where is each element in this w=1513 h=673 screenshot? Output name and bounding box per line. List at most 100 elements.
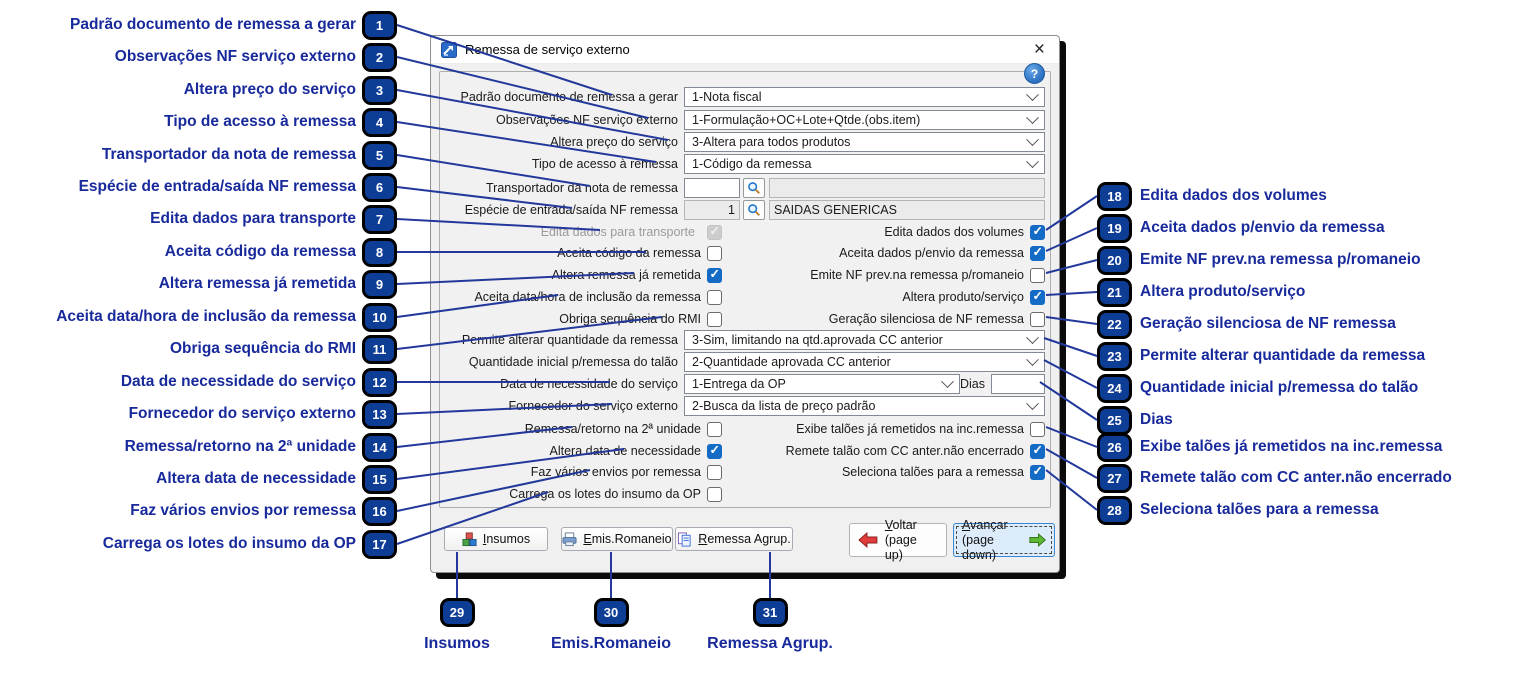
especie-code-input[interactable]: 1	[684, 200, 740, 220]
button-label: Voltar	[884, 517, 917, 532]
geracao-silenciosa-checkbox[interactable]	[1030, 311, 1045, 327]
checkbox-row: Remessa/retorno na 2ª unidade Exibe talõ…	[450, 420, 1045, 438]
callout-label: Altera data de necessidade	[156, 470, 356, 487]
especie-lookup-button[interactable]	[743, 200, 765, 220]
fornecedor-select[interactable]: 2-Busca da lista de preço padrão	[684, 396, 1045, 416]
checkbox-row: Faz vários envios por remessa Seleciona …	[450, 463, 1045, 481]
callout-label: Aceita data/hora de inclusão da remessa	[56, 308, 356, 325]
red-left-arrow-icon	[858, 532, 878, 548]
transportador-lookup-button[interactable]	[743, 178, 765, 198]
qtd-inicial-select[interactable]: 2-Quantidade aprovada CC anterior	[684, 352, 1045, 372]
chevron-down-icon	[1026, 331, 1039, 344]
avancar-button[interactable]: Avançar(page down)	[953, 518, 1055, 562]
transportador-desc-field	[769, 178, 1045, 198]
title-bar: Remessa de serviço externo ×	[431, 36, 1059, 64]
app-icon	[441, 41, 457, 58]
carrega-lotes-checkbox[interactable]	[707, 486, 722, 502]
field-row: Espécie de entrada/saída NF remessa 1 SA…	[450, 200, 1045, 220]
callout-right-21: 21 Altera produto/serviço	[1097, 277, 1305, 307]
aceita-datahora-checkbox[interactable]	[707, 289, 722, 305]
especie-desc-field: SAIDAS GENERICAS	[769, 200, 1045, 220]
field-label: Espécie de entrada/saída NF remessa	[464, 203, 678, 217]
tipo-acesso-select[interactable]: 1-Código da remessa	[684, 154, 1045, 174]
callout-badge: 23	[1097, 341, 1132, 371]
exibe-taloes-checkbox[interactable]	[1030, 421, 1045, 437]
callout-badge: 21	[1097, 277, 1132, 307]
callout-label: Remete talão com CC anter.não encerrado	[1140, 469, 1452, 486]
insumos-button[interactable]: Insumos	[444, 527, 548, 551]
field-label: Remete talão com CC anter.não encerrado	[785, 444, 1024, 458]
callout-label: Altera produto/serviço	[1140, 283, 1306, 300]
select-value: 2-Busca da lista de preço padrão	[692, 399, 876, 413]
remessa-agrup-button[interactable]: Remessa Agrup.	[675, 527, 793, 551]
remete-talao-checkbox[interactable]	[1030, 442, 1045, 459]
field-label: Edita dados dos volumes	[884, 225, 1024, 239]
callout-label: Transportador da nota de remessa	[101, 146, 356, 163]
select-value: 3-Altera para todos produtos	[692, 135, 851, 149]
permite-alterar-select[interactable]: 3-Sim, limitando na qtd.aprovada CC ante…	[684, 330, 1045, 350]
documents-icon	[678, 531, 691, 547]
field-label: Altera produto/serviço	[902, 290, 1024, 304]
field-label: Edita dados para transporte	[540, 225, 695, 239]
button-sublabel: (page up)	[884, 532, 917, 562]
faz-varios-checkbox[interactable]	[707, 464, 722, 480]
aceita-dados-envio-checkbox[interactable]	[1030, 244, 1045, 261]
chevron-down-icon	[1026, 397, 1039, 410]
altera-data-checkbox[interactable]	[707, 442, 722, 459]
button-label: Avançar	[962, 517, 1008, 532]
dias-input[interactable]	[991, 374, 1045, 394]
padrao-select[interactable]: 1-Nota fiscal	[684, 87, 1045, 107]
obriga-rmi-checkbox[interactable]	[707, 311, 722, 327]
seleciona-taloes-checkbox[interactable]	[1030, 463, 1045, 480]
remessa-retorno-checkbox[interactable]	[707, 421, 722, 437]
altera-remessa-checkbox[interactable]	[707, 266, 722, 283]
callout-label: Remessa Agrup.	[707, 635, 833, 652]
callout-label: Espécie de entrada/saída NF remessa	[78, 178, 356, 195]
callout-badge: 25	[1097, 405, 1132, 435]
printer-icon	[562, 531, 577, 546]
close-button[interactable]: ×	[1033, 39, 1045, 60]
callout-label: Padrão documento de remessa a gerar	[69, 16, 356, 33]
field-label: Fornecedor do serviço externo	[508, 399, 678, 413]
checkbox-row: Obriga sequência do RMI Geração silencio…	[450, 310, 1045, 328]
chevron-down-icon	[941, 375, 954, 388]
observacoes-select[interactable]: 1-Formulação+OC+Lote+Qtde.(obs.item)	[684, 110, 1045, 130]
field-row: Fornecedor do serviço externo 2-Busca da…	[450, 396, 1045, 416]
altera-preco-select[interactable]: 3-Altera para todos produtos	[684, 132, 1045, 152]
field-row: Transportador da nota de remessa	[450, 178, 1045, 198]
voltar-button[interactable]: Voltar(page up)	[849, 518, 947, 562]
data-necessidade-select[interactable]: 1-Entrega da OP	[684, 374, 960, 394]
checkbox-row: Aceita data/hora de inclusão da remessa …	[450, 288, 1045, 306]
transportador-code-input[interactable]	[684, 178, 740, 198]
callout-label: Aceita dados p/envio da remessa	[1140, 219, 1385, 236]
callout-label: Emite NF prev.na remessa p/romaneio	[1140, 251, 1421, 268]
emite-nf-checkbox[interactable]	[1030, 267, 1045, 283]
checkbox-row: Aceita código da remessa Aceita dados p/…	[450, 244, 1045, 262]
checkbox-row: Carrega os lotes do insumo da OP	[450, 485, 1045, 503]
callout-badge: 4	[362, 107, 397, 137]
button-label: Emis.Romaneio	[583, 532, 672, 546]
button-sublabel: (page down)	[962, 532, 997, 562]
callout-badge: 3	[362, 75, 397, 105]
field-row: Padrão documento de remessa a gerar 1-No…	[450, 87, 1045, 107]
help-button[interactable]: ?	[1024, 63, 1045, 84]
field-label: Obriga sequência do RMI	[559, 312, 701, 326]
edita-transporte-checkbox	[707, 223, 722, 240]
field-label: Altera remessa já remetida	[551, 268, 701, 282]
edita-volumes-checkbox[interactable]	[1030, 223, 1045, 240]
aceita-codigo-checkbox[interactable]	[707, 245, 722, 261]
field-label: Quantidade inicial p/remessa do talão	[468, 355, 678, 369]
emis-romaneio-button[interactable]: Emis.Romaneio	[561, 527, 673, 551]
altera-produto-checkbox[interactable]	[1030, 288, 1045, 305]
